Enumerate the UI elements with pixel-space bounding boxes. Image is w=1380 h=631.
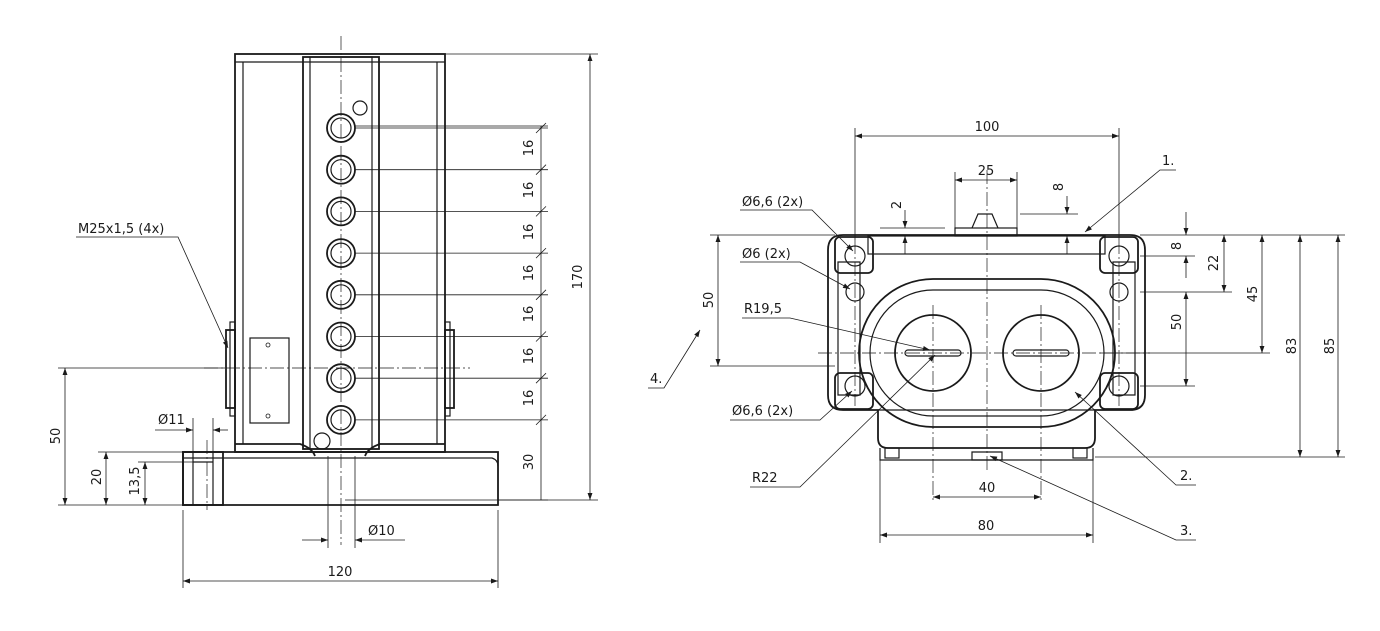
pitch-tick <box>535 122 547 134</box>
pitch-label-6: 16 <box>522 348 537 365</box>
hole-label-6: Ø6 (2x) <box>742 247 791 262</box>
pitch-tick <box>535 372 547 384</box>
radius-195-label: R19,5 <box>744 302 782 317</box>
pitch-label-5: 16 <box>522 306 537 323</box>
pitch-label-2: 16 <box>522 182 537 199</box>
dim-8-top-label: 8 <box>1052 183 1067 191</box>
bore-diameter-label: Ø11 <box>158 413 185 428</box>
pitch-tick <box>535 289 547 301</box>
pitch-label-1: 16 <box>522 140 537 157</box>
dim-right-83-label: 83 <box>1285 338 1300 355</box>
width-120-label: 120 <box>328 565 353 580</box>
front-view: 16 16 16 16 16 16 16 30 170 50 20 13,5 Ø… <box>49 36 598 588</box>
front-small-hole <box>352 100 368 116</box>
dim-right-85-label: 85 <box>1323 338 1338 355</box>
dim-right-50-label: 50 <box>1170 314 1185 331</box>
radius-22-label: R22 <box>752 471 778 486</box>
dim-right-22-label: 22 <box>1207 255 1222 272</box>
pitch-label-7: 16 <box>522 390 537 407</box>
base-height-label: 20 <box>90 469 105 486</box>
callout-2: 2. <box>1180 469 1192 484</box>
pitch-tick <box>535 414 547 426</box>
callout-4: 4. <box>650 372 662 387</box>
hole-label-66-a: Ø6,6 (2x) <box>742 195 803 210</box>
front-base-plate <box>182 451 499 506</box>
pitch-label-4: 16 <box>522 265 537 282</box>
front-label-plate <box>249 337 290 424</box>
axis-height-label: 50 <box>49 428 64 445</box>
thread-label: M25x1,5 (4x) <box>78 222 164 237</box>
pitch-tick <box>535 247 547 259</box>
dim-80-label: 80 <box>978 519 995 534</box>
pin-diameter-label: Ø10 <box>368 524 395 539</box>
callout-1: 1. <box>1162 154 1174 169</box>
dim-40-label: 40 <box>979 481 996 496</box>
dim-right-8-label: 8 <box>1170 242 1185 250</box>
dim-right-45-label: 45 <box>1246 286 1261 303</box>
callout-3: 3. <box>1180 524 1192 539</box>
dim-25-label: 25 <box>978 164 995 179</box>
height-170-label: 170 <box>571 265 586 290</box>
pitch-tick <box>535 164 547 175</box>
pitch-tick <box>535 331 547 342</box>
corner-holes <box>834 236 1139 410</box>
pitch-label-3: 16 <box>522 224 537 241</box>
top-view: 100 25 2 8 Ø6,6 (2x) Ø6 (2x) R19,5 Ø6,6 … <box>648 120 1345 543</box>
hole-label-66-b: Ø6,6 (2x) <box>732 404 793 419</box>
dim-2-label: 2 <box>890 201 905 209</box>
bottom-dim-label: 30 <box>522 454 537 471</box>
bore-depth-label: 13,5 <box>128 467 143 496</box>
pitch-tick <box>535 206 547 217</box>
dim-left-50-label: 50 <box>702 292 717 309</box>
dim-100-label: 100 <box>975 120 1000 135</box>
